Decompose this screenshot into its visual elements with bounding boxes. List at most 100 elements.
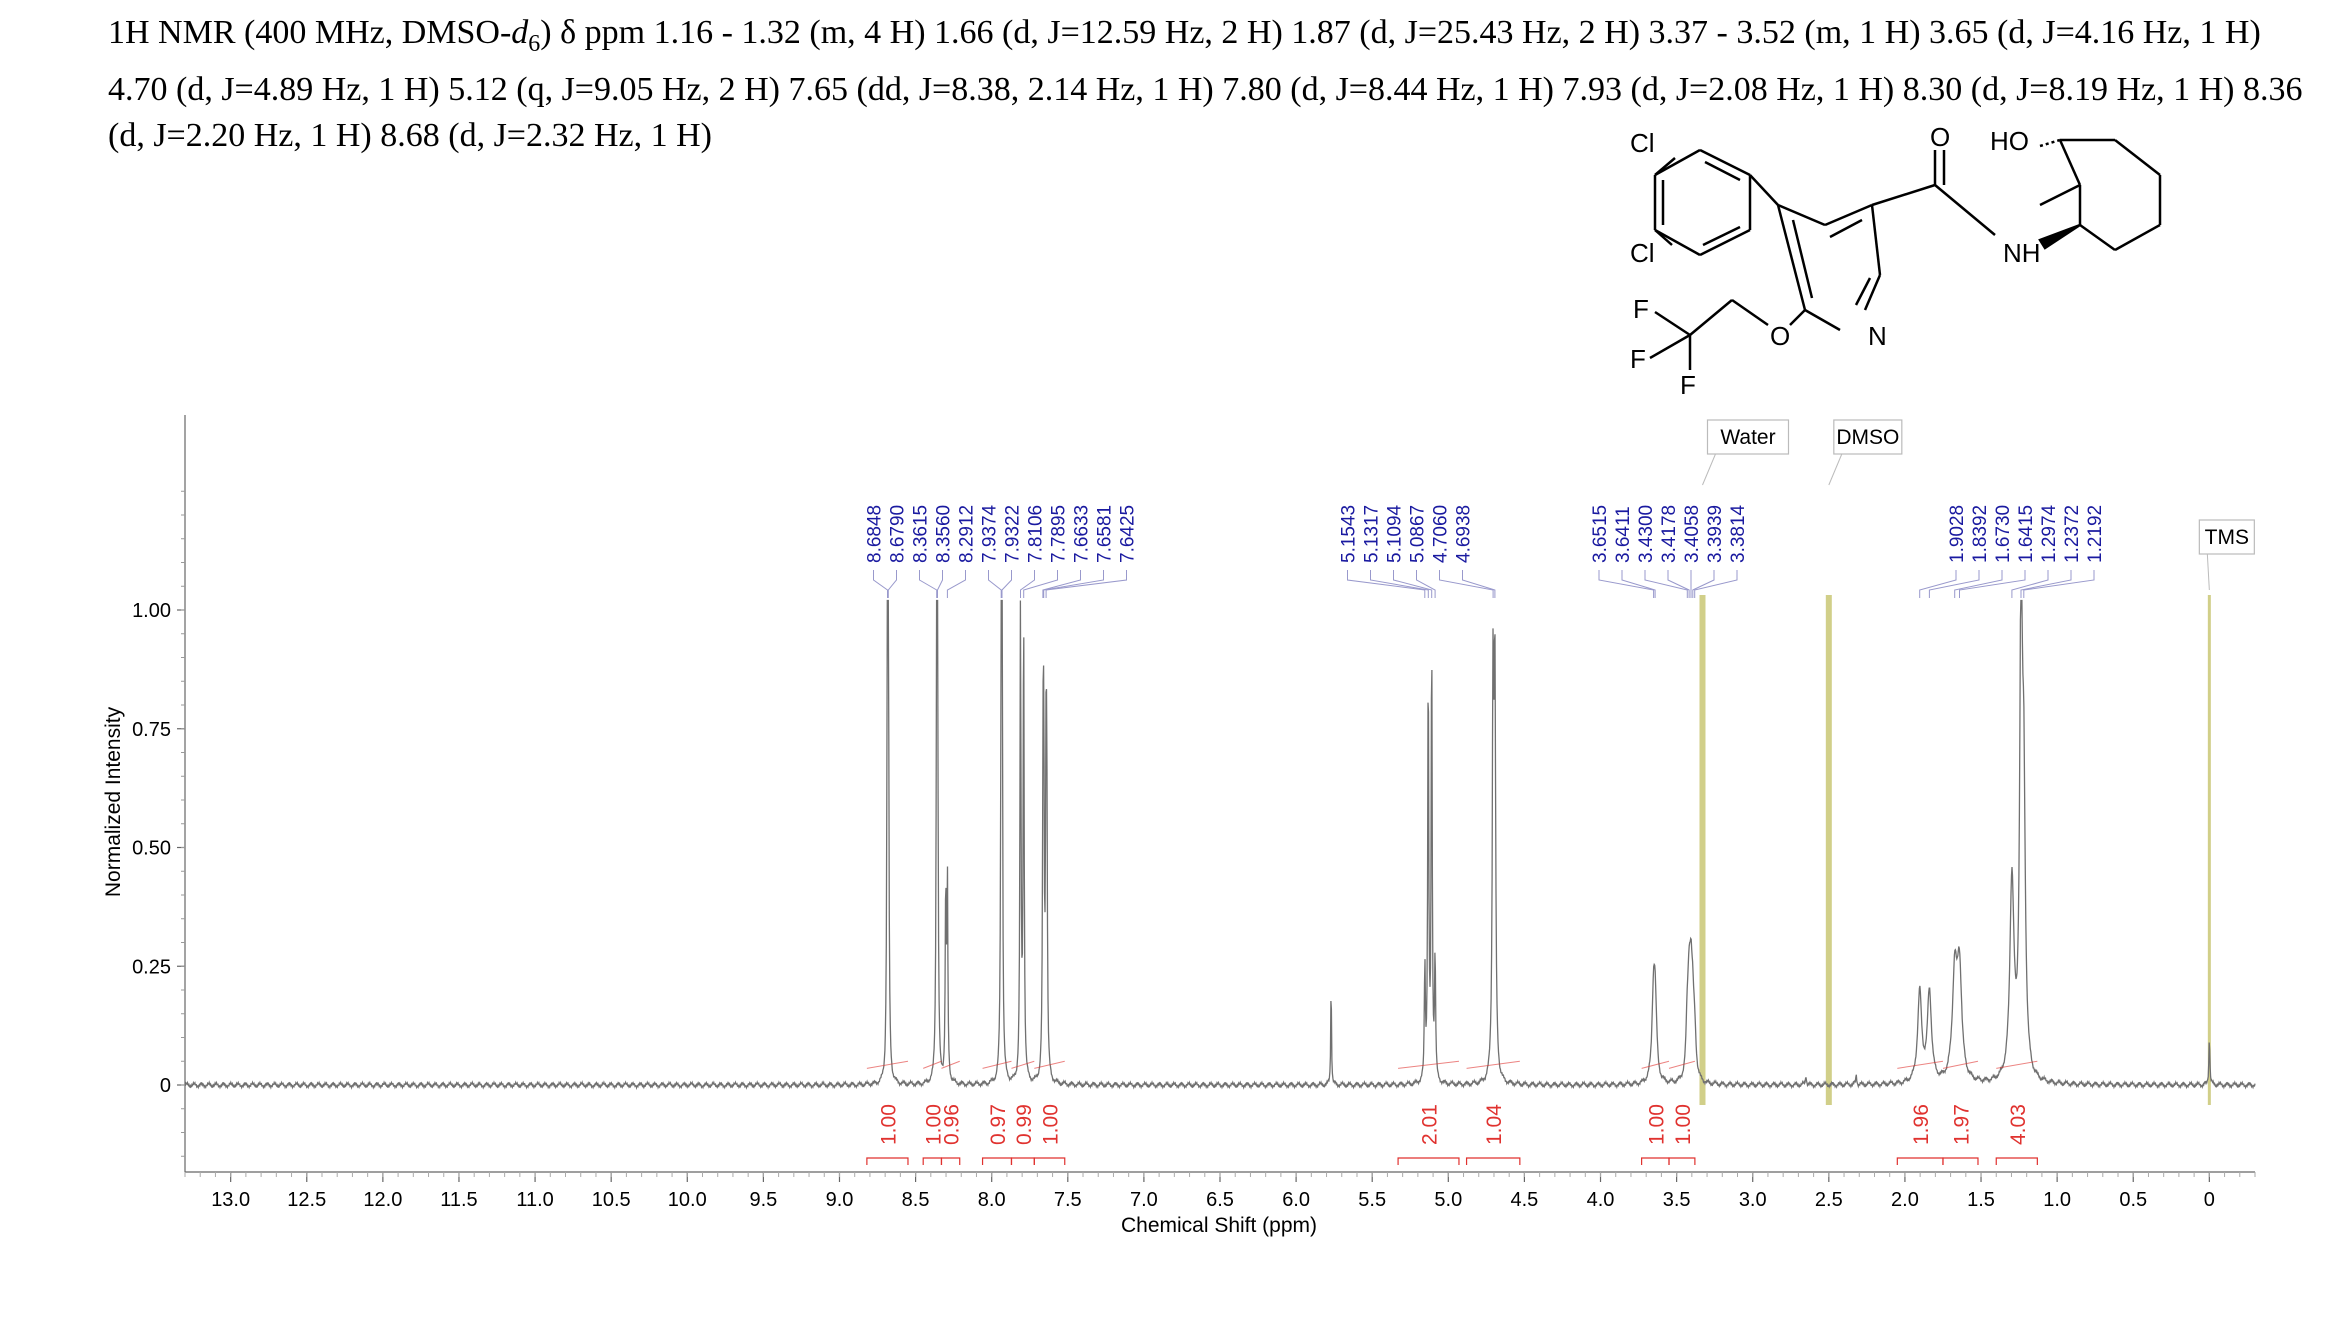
bond — [1934, 184, 1996, 236]
integral-curve — [1942, 1060, 1979, 1069]
integral-bracket — [1995, 1157, 2038, 1165]
x-tick-label: 8.0 — [978, 1189, 1006, 1211]
nmr-assignment-text: 1H NMR (400 MHz, DMSO-d6) δ ppm 1.16 - 1… — [108, 10, 2323, 159]
x-tick-label: 4.0 — [1587, 1189, 1615, 1211]
integral-curve — [1398, 1060, 1460, 1069]
peak-leader — [1462, 570, 1496, 598]
bond — [1704, 160, 1741, 182]
y-tick-label: 0.50 — [132, 838, 171, 860]
bond — [1824, 203, 1873, 227]
integral-bracket — [1033, 1157, 1066, 1165]
peak-label: 3.3939 — [1705, 505, 1726, 563]
peak-leader — [1020, 570, 1035, 598]
integral-curve — [1034, 1060, 1065, 1069]
solvent-leader — [2206, 553, 2210, 591]
peak-leader — [1023, 570, 1058, 598]
atom-label-f-2: F — [1630, 344, 1646, 374]
peak-label: 5.1317 — [1362, 505, 1383, 563]
peak-label: 1.2974 — [2039, 504, 2060, 563]
bond — [2058, 139, 2082, 186]
x-tick-label: 12.0 — [363, 1189, 402, 1211]
wedge-bond — [2038, 223, 2081, 250]
bond — [1776, 204, 1807, 311]
peak-leader — [1042, 570, 1081, 598]
x-tick-label: 2.5 — [1815, 1189, 1843, 1211]
x-axis-label: Chemical Shift (ppm) — [1121, 1214, 1317, 1237]
integral-bracket — [1942, 1157, 1979, 1165]
integral-bracket — [1641, 1157, 1670, 1165]
bond — [1699, 148, 1751, 177]
solvent-band-dmso — [1825, 595, 1832, 1105]
x-tick-label: 8.5 — [902, 1189, 930, 1211]
integral-curve — [1641, 1060, 1670, 1069]
x-tick-label: 9.0 — [826, 1189, 854, 1211]
x-tick-label: 3.0 — [1739, 1189, 1767, 1211]
integral-curve — [941, 1060, 960, 1069]
x-tick-label: 11.0 — [516, 1189, 553, 1211]
peak-label: 4.7060 — [1431, 505, 1452, 563]
integral-value: 0.97 — [987, 1104, 1010, 1145]
x-tick-label: 11.5 — [440, 1189, 477, 1211]
solvent-label-dmso: DMSO — [1836, 426, 1899, 449]
y-axis-label: Normalized Intensity — [102, 706, 125, 897]
header-suffix: ) δ ppm 1.16 - 1.32 (m, 4 H) 1.66 (d, J=… — [108, 14, 2303, 154]
y-tick-label: 0 — [160, 1075, 171, 1097]
solvent-label-box — [1706, 419, 1790, 455]
peak-leader — [1347, 570, 1426, 598]
integral-bracket — [981, 1157, 1013, 1165]
y-tick-label: 0.75 — [132, 719, 171, 741]
x-tick-label: 10.0 — [668, 1189, 707, 1211]
header-prefix: 1H NMR (400 MHz, DMSO- — [108, 14, 512, 51]
peak-label: 1.8392 — [1970, 505, 1991, 563]
integral-bracket — [1896, 1157, 1944, 1165]
peak-leader — [1621, 570, 1656, 598]
integral-value: 1.00 — [1040, 1104, 1063, 1145]
peak-leader — [988, 570, 1002, 598]
x-tick-label: 2.0 — [1891, 1189, 1919, 1211]
peak-label: 7.9322 — [1003, 505, 1024, 563]
integral-bracket — [940, 1157, 961, 1165]
bond — [1649, 333, 1691, 360]
peak-leader — [1959, 570, 2026, 598]
peak-label: 4.6938 — [1454, 505, 1475, 563]
peak-leader — [1919, 570, 1957, 598]
integral-curve — [1668, 1060, 1696, 1069]
peak-leader — [1439, 570, 1494, 598]
x-tick-label: 13.0 — [211, 1189, 250, 1211]
peak-label: 8.6790 — [888, 505, 909, 563]
bond — [1871, 183, 1936, 207]
x-tick-label: 3.5 — [1663, 1189, 1691, 1211]
peak-label: 8.2912 — [957, 505, 978, 563]
peak-leader — [1393, 570, 1433, 598]
bond — [1654, 228, 1701, 257]
peak-label: 3.4300 — [1636, 505, 1657, 563]
x-tick-label: 0 — [2204, 1189, 2215, 1211]
peak-leader — [1928, 570, 1980, 598]
integral-value: 1.00 — [1672, 1104, 1695, 1145]
bond — [1791, 219, 1814, 299]
integral-value: 1.04 — [1483, 1104, 1506, 1145]
atom-label-pyridine-n: N — [1868, 321, 1887, 351]
peak-label: 3.6515 — [1590, 505, 1611, 563]
spectrum-trace — [184, 599, 2256, 1091]
peak-label: 7.6581 — [1095, 505, 1116, 563]
x-tick-label: 6.5 — [1206, 1189, 1234, 1211]
peak-label: 5.1543 — [1339, 505, 1360, 563]
integral-bracket — [1010, 1157, 1035, 1165]
bond — [1749, 174, 1779, 206]
atom-label-cl-top: Cl — [1630, 128, 1655, 158]
integral-value: 4.03 — [2007, 1104, 2030, 1145]
integral-value: 1.00 — [877, 1104, 900, 1145]
integral-curve — [1996, 1060, 2038, 1069]
solvent-label-box — [1833, 419, 1903, 455]
peak-leader — [1954, 570, 2003, 598]
peak-label: 1.2372 — [2062, 505, 2083, 563]
x-tick-label: 4.5 — [1511, 1189, 1539, 1211]
atom-label-f-3: F — [1680, 370, 1696, 400]
peak-label: 3.4178 — [1659, 505, 1680, 563]
bond — [1777, 203, 1826, 227]
solvent-label-box — [2198, 519, 2255, 555]
integral-curve — [1466, 1060, 1520, 1069]
solvent-subscript: 6 — [528, 30, 541, 57]
